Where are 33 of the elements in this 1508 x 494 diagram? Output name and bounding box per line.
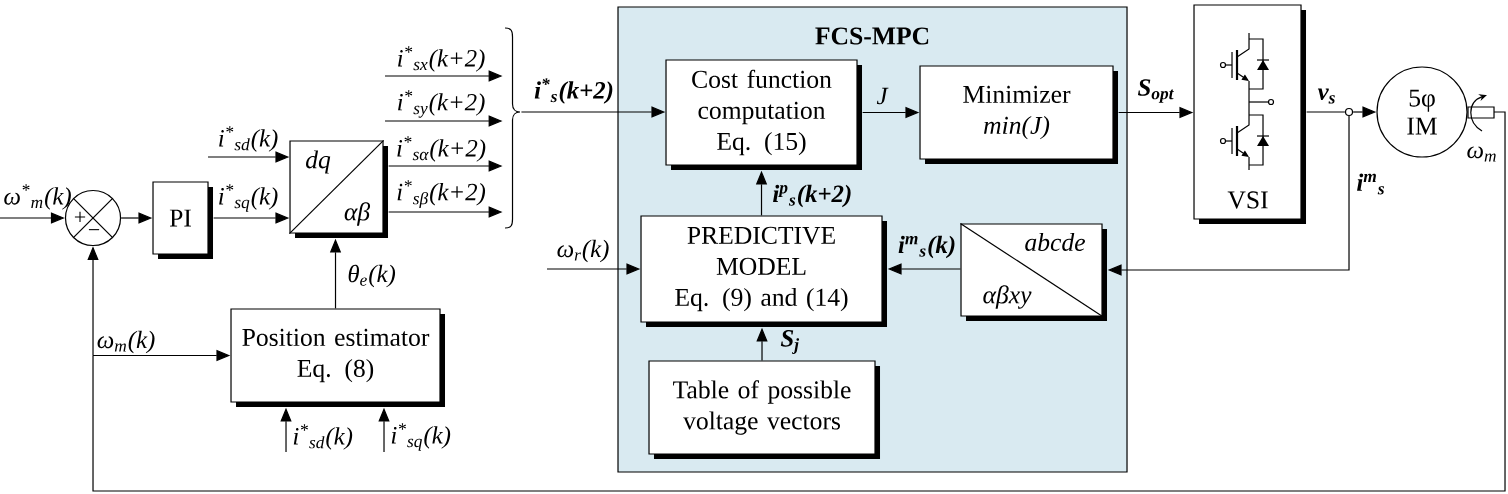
process-box: Position estimator Eq. (8): [230, 308, 445, 407]
edge-label: ω$_{r}$(k): [557, 239, 609, 263]
speed-label: ω$_{m}$: [1467, 146, 1496, 162]
edge-label: i$^{*}$$_{sα}$(k+2): [397, 136, 486, 162]
edge-label: i$^{*}$$_{sq}$(k): [219, 184, 278, 212]
process-box: Minimizer min(J): [919, 65, 1118, 164]
edge-label: i$^{m}$s: [1357, 173, 1384, 195]
process-box: Cost function computation Eq. (15): [665, 59, 862, 170]
process-box: PREDICTIVE MODEL Eq. (9) and (14): [640, 215, 887, 327]
edge-label: i$^{p}$$_{s}$(k+2): [773, 184, 851, 208]
process-box: PI: [152, 181, 213, 259]
edge-label: S$_{j}$: [780, 330, 800, 354]
edge-label: θ$_{e}$(k): [348, 264, 396, 288]
edge-label: S$_{opt}$: [1137, 79, 1174, 103]
inverter-box: VSI: [1193, 4, 1306, 224]
brace: [504, 27, 521, 229]
edge-label: i$^{*}$$_{sd}$(k): [219, 126, 278, 152]
transform-box: abcde αβxy: [959, 222, 1107, 321]
edge-label: i$^{m}$$_{s}$(k): [898, 235, 955, 259]
edge-label: i$^{*}$$_{sx}$(k+2): [398, 46, 485, 72]
edge-label: ω$_{m}$(k): [97, 330, 155, 354]
edge-label: v$_{s}$: [1317, 88, 1335, 104]
process-box: Table of possible voltage vectors: [648, 360, 880, 459]
edge-label: ω$^{*}$$_{m}$(k): [4, 184, 71, 210]
edge-label: J: [876, 87, 889, 105]
transform-box: dq αβ: [288, 139, 388, 238]
edge-label: i$^{*}$$_{sy}$(k+2): [398, 90, 485, 118]
edge-label: i$^{*}$$_{sq}$(k): [391, 423, 451, 451]
edge-label: i$^{*}$$_{s}$(k+2): [534, 78, 613, 104]
edge-label: i$^{*}$$_{sβ}$(k+2): [397, 180, 486, 208]
connector-line: [92, 111, 1506, 492]
connector-line: [1306, 111, 1346, 113]
edge-label: i$^{*}$$_{sd}$(k): [293, 424, 353, 450]
